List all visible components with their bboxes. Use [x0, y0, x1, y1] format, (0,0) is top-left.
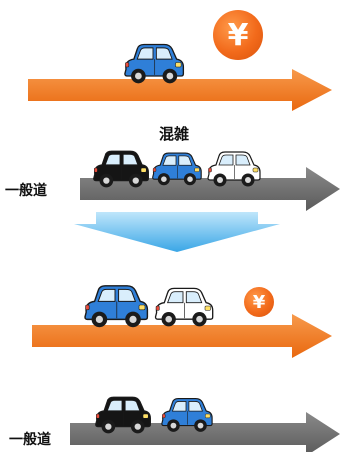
yen-coin-icon: ¥	[213, 10, 263, 60]
yen-symbol: ¥	[228, 18, 249, 53]
down-arrow-icon	[74, 212, 280, 252]
general-road-label-bottom: 一般道	[8, 432, 52, 448]
yen-symbol: ¥	[253, 292, 266, 313]
expressway-arrow-bottom	[32, 314, 332, 358]
congestion-label: 混雑	[158, 126, 190, 142]
car-icon	[125, 45, 184, 84]
car-icon	[85, 286, 147, 327]
car-icon	[156, 288, 213, 326]
general-road-label-top: 一般道	[4, 183, 48, 199]
yen-coin-icon: ¥	[244, 287, 274, 317]
